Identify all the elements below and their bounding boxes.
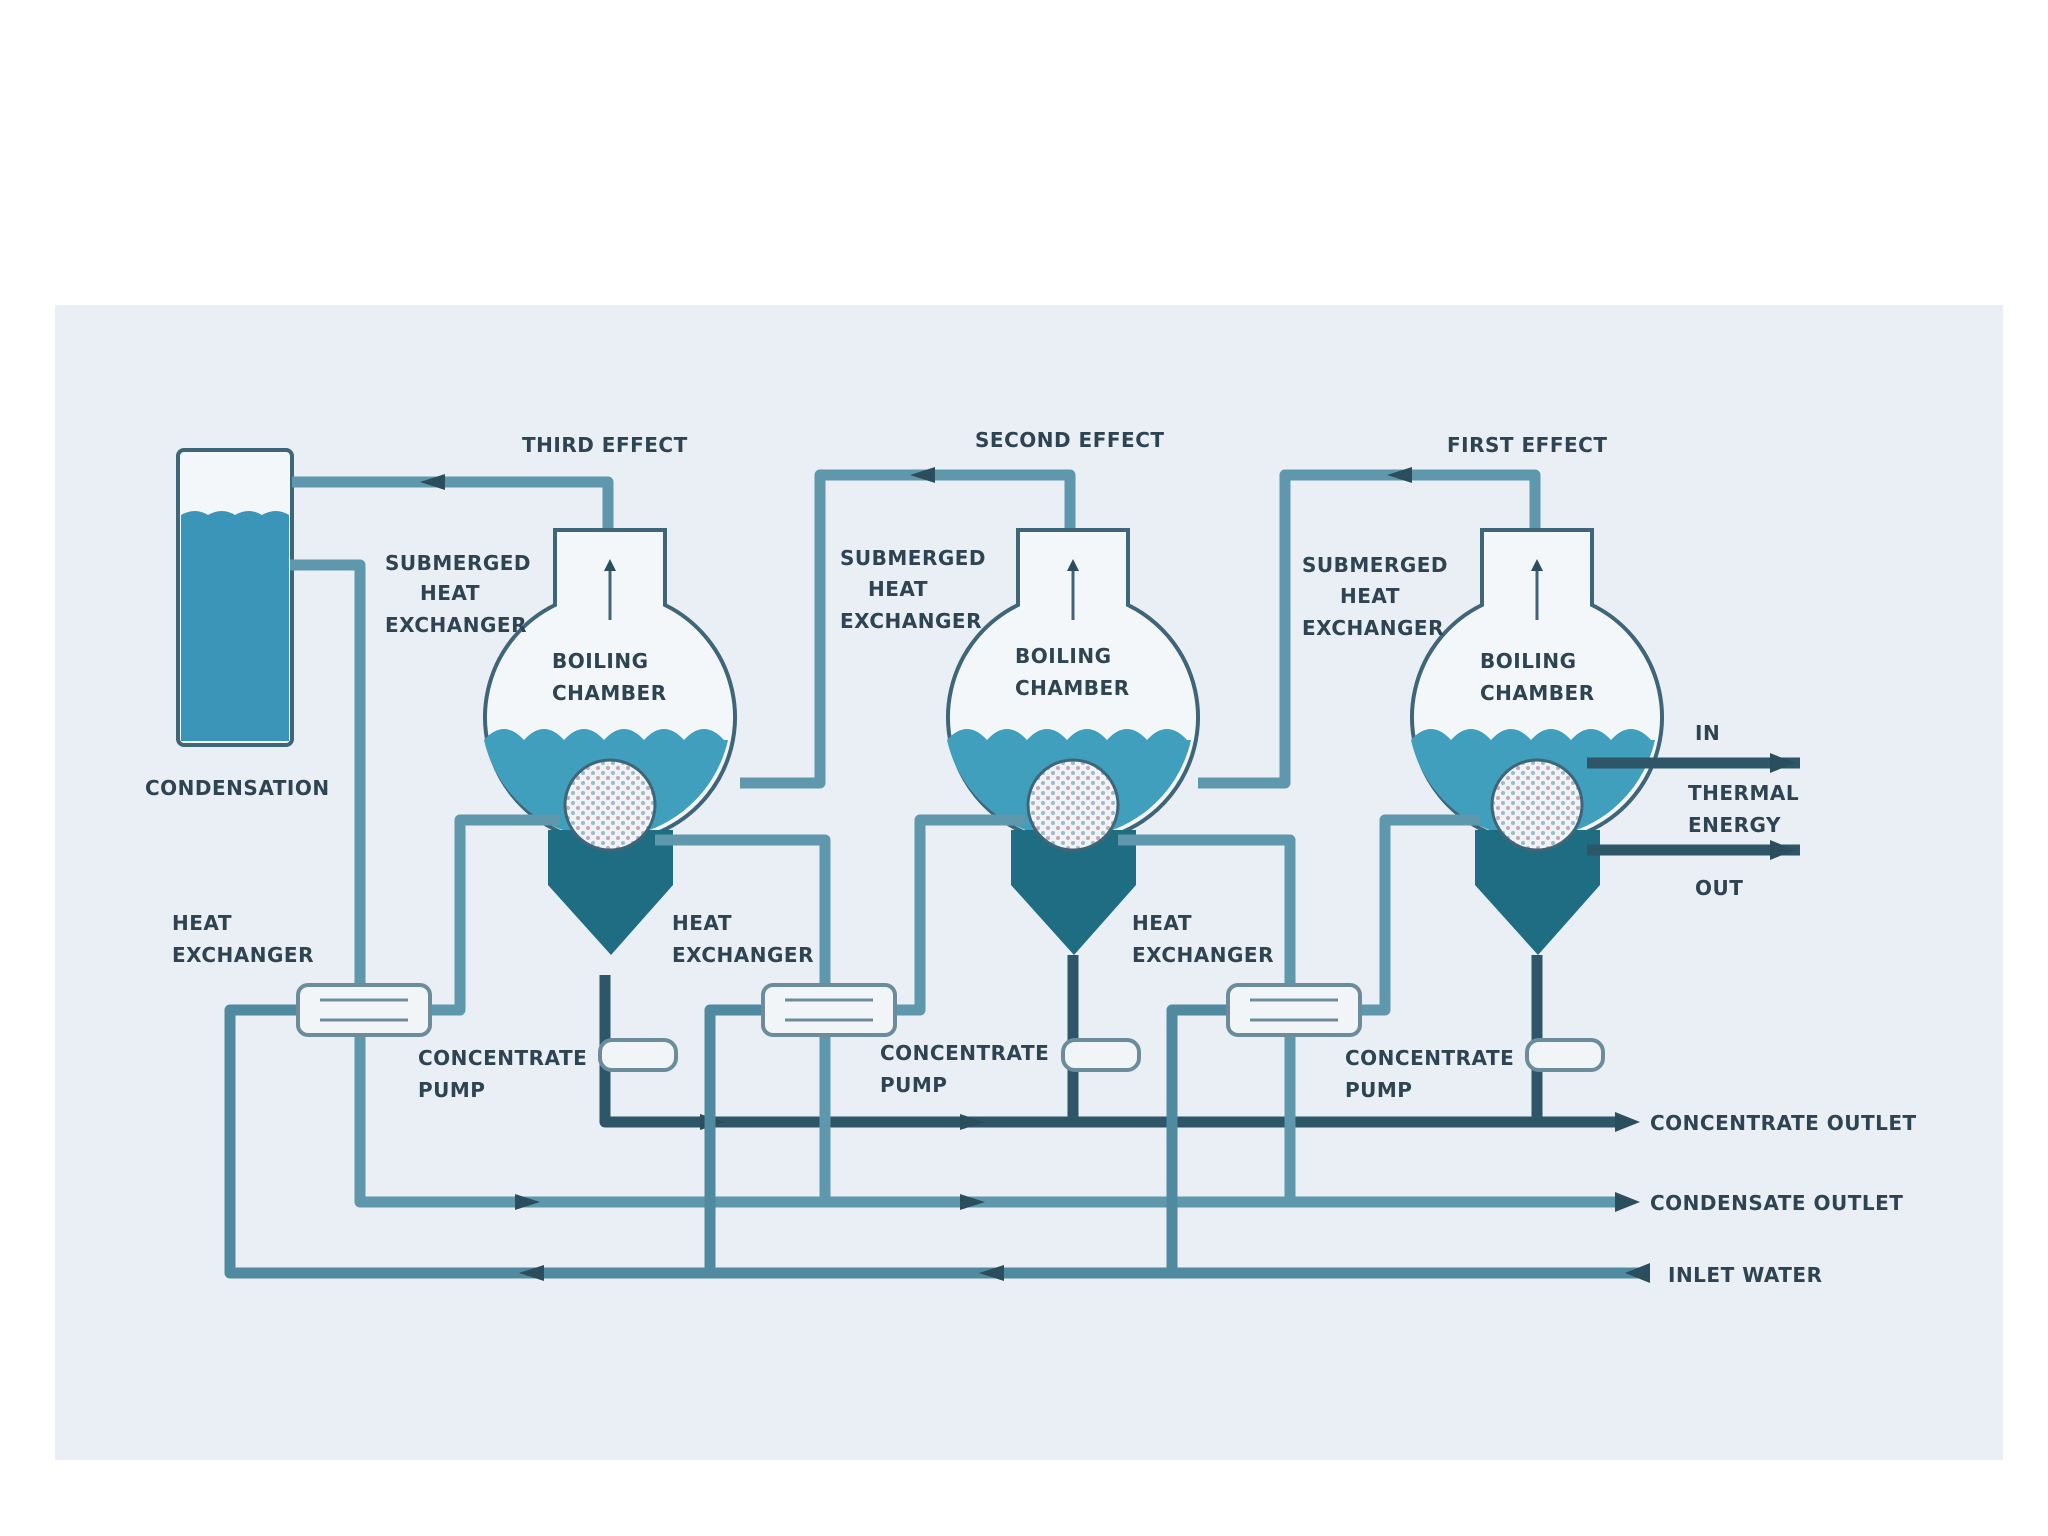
thermal-in-label: IN bbox=[1695, 721, 1720, 745]
submerged-label-first-1: SUBMERGED bbox=[1302, 553, 1448, 577]
concentrate-outlet-arrow bbox=[1615, 1112, 1640, 1132]
pump-label-second-1: CONCENTRATE bbox=[880, 1041, 1049, 1065]
concentrate-outlet-label: CONCENTRATE OUTLET bbox=[1650, 1111, 1917, 1135]
heat-exchanger-first bbox=[1226, 983, 1362, 1037]
pump-label-first-2: PUMP bbox=[1345, 1078, 1412, 1102]
heat-exchanger-label-second-2: EXCHANGER bbox=[672, 943, 814, 967]
effect-unit-first bbox=[1410, 528, 1664, 955]
concentrate-outlet-line bbox=[599, 975, 1615, 1128]
condensate-outlet-label: CONDENSATE OUTLET bbox=[1650, 1191, 1903, 1215]
submerged-label-third-3: EXCHANGER bbox=[385, 613, 527, 637]
condensate-outlet-arrow bbox=[1615, 1192, 1640, 1212]
chamber-label-second-2: CHAMBER bbox=[1015, 676, 1130, 700]
condensation-tank bbox=[176, 448, 294, 747]
heat-exchanger-third bbox=[296, 983, 432, 1037]
inlet-water-line bbox=[224, 1004, 1640, 1279]
pump-label-first-1: CONCENTRATE bbox=[1345, 1046, 1514, 1070]
heat-exchanger-label-third-2: EXCHANGER bbox=[172, 943, 314, 967]
condensation-label: CONDENSATION bbox=[145, 776, 330, 800]
thermal-energy-label-1: THERMAL bbox=[1688, 781, 1799, 805]
condensate-outlet-line bbox=[290, 559, 1615, 1208]
pump-second bbox=[1061, 1038, 1141, 1072]
third-effect-title: THIRD EFFECT bbox=[522, 433, 688, 457]
submerged-label-second-2: HEAT bbox=[868, 577, 928, 601]
second-effect-title: SECOND EFFECT bbox=[975, 428, 1165, 452]
pump-label-third-1: CONCENTRATE bbox=[418, 1046, 587, 1070]
effect-unit-third bbox=[483, 528, 737, 955]
heat-exchanger-label-first-1: HEAT bbox=[1132, 911, 1192, 935]
effect-unit-second bbox=[946, 528, 1200, 955]
inlet-water-arrow bbox=[1625, 1263, 1650, 1283]
feed-piping bbox=[430, 757, 1800, 1273]
submerged-label-third-1: SUBMERGED bbox=[385, 551, 531, 575]
heat-exchanger-second bbox=[761, 983, 897, 1037]
outlet-lines bbox=[224, 559, 1640, 1279]
chamber-label-third-1: BOILING bbox=[552, 649, 649, 673]
submerged-label-first-3: EXCHANGER bbox=[1302, 616, 1444, 640]
submerged-label-third-2: HEAT bbox=[420, 581, 480, 605]
heat-exchanger-label-second-1: HEAT bbox=[672, 911, 732, 935]
chamber-label-second-1: BOILING bbox=[1015, 644, 1112, 668]
chamber-label-first-1: BOILING bbox=[1480, 649, 1577, 673]
pump-first bbox=[1525, 1038, 1605, 1072]
pump-label-third-2: PUMP bbox=[418, 1078, 485, 1102]
pump-label-second-2: PUMP bbox=[880, 1073, 947, 1097]
first-effect-title: FIRST EFFECT bbox=[1447, 433, 1607, 457]
inlet-water-label: INLET WATER bbox=[1668, 1263, 1822, 1287]
chamber-label-first-2: CHAMBER bbox=[1480, 681, 1595, 705]
submerged-label-second-1: SUBMERGED bbox=[840, 546, 986, 570]
heat-exchanger-label-third-1: HEAT bbox=[172, 911, 232, 935]
submerged-label-second-3: EXCHANGER bbox=[840, 609, 982, 633]
heat-exchanger-label-first-2: EXCHANGER bbox=[1132, 943, 1274, 967]
submerged-label-first-2: HEAT bbox=[1340, 584, 1400, 608]
vapor-lines bbox=[292, 469, 1541, 789]
thermal-out-label: OUT bbox=[1695, 876, 1743, 900]
chamber-label-third-2: CHAMBER bbox=[552, 681, 667, 705]
pump-third bbox=[598, 1038, 678, 1072]
thermal-energy-label-2: ENERGY bbox=[1688, 813, 1781, 837]
